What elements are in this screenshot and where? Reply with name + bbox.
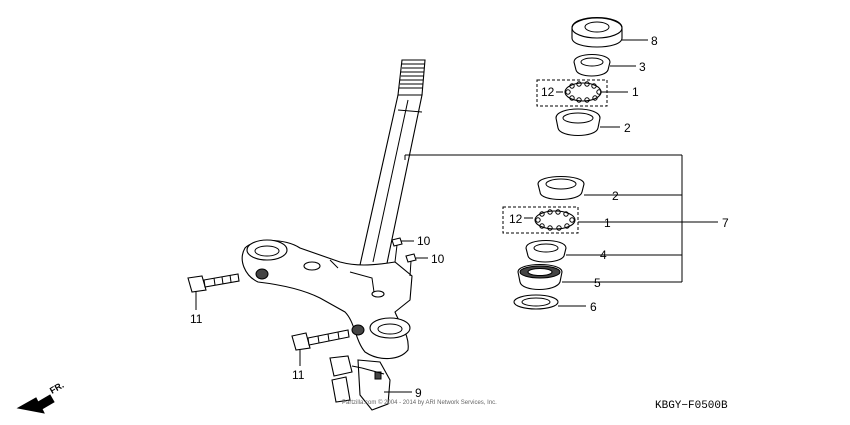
callout-10-upper: 10: [417, 234, 431, 248]
bolt-11-lower: [291, 329, 350, 351]
group-box-upper: [536, 79, 608, 107]
steering-lock-9: [329, 355, 391, 411]
callout-2-lower: 2: [612, 189, 619, 203]
callout-4: 4: [600, 248, 607, 262]
callout-11-upper: 11: [190, 312, 203, 326]
steel-balls-12-upper: [564, 81, 602, 103]
upper-race-3: [573, 53, 611, 77]
callout-1-lower: 1: [604, 216, 611, 230]
bolt-11-upper: [187, 273, 240, 293]
callout-3: 3: [639, 60, 646, 74]
callout-12-lower: 12: [509, 212, 523, 226]
callout-10-lower: 10: [431, 252, 445, 266]
washer-6: [513, 294, 559, 310]
steel-balls-12-lower: [534, 209, 576, 231]
dust-seal-5: [517, 263, 563, 291]
upper-outer-race-2: [555, 108, 601, 137]
callout-11-lower: 11: [292, 368, 305, 382]
screw-10-lower: [405, 253, 417, 277]
group-box-lower: [502, 206, 579, 234]
bottom-bridge: [241, 239, 413, 360]
copyright-watermark: Partzilla.com © 2004 - 2014 by ARI Netwo…: [342, 399, 497, 406]
diagram-code: KBGY−F0500B: [655, 400, 728, 412]
leader-lines: [195, 39, 718, 393]
callout-7: 7: [722, 216, 729, 230]
callout-5: 5: [594, 276, 601, 290]
front-direction-arrow-icon: [16, 394, 55, 414]
callout-8: 8: [651, 34, 658, 48]
callout-12-upper: 12: [541, 85, 555, 99]
lower-outer-race-2: [537, 176, 585, 201]
callout-1-upper: 1: [632, 85, 639, 99]
lower-inner-race-4: [525, 239, 567, 263]
top-thread-nut-8: [571, 17, 623, 48]
screw-10-upper: [391, 237, 403, 263]
callout-6: 6: [590, 300, 597, 314]
direction-label: FR.: [48, 380, 66, 396]
callout-2-upper: 2: [624, 121, 631, 135]
callout-9: 9: [415, 386, 422, 400]
steering-stem: [359, 59, 426, 269]
